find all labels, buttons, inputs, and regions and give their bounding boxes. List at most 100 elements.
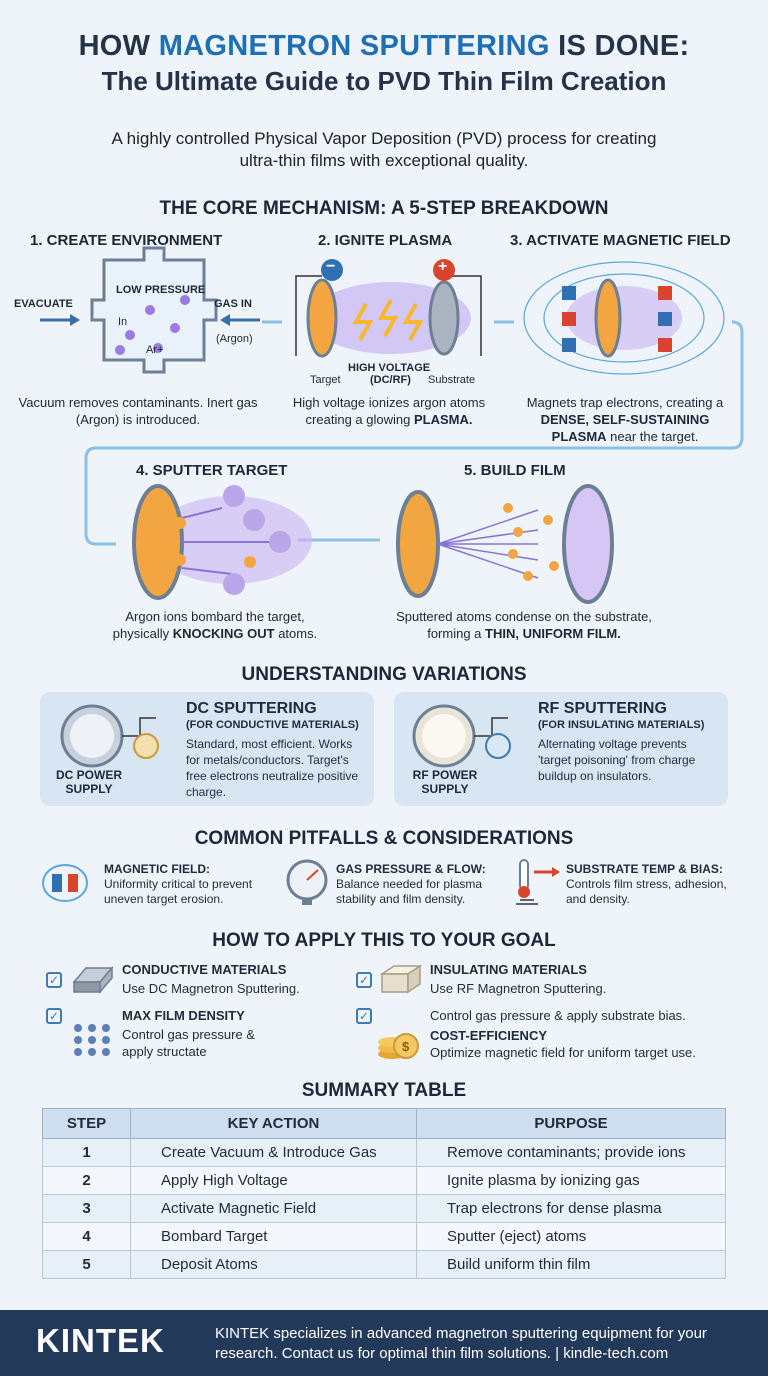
step4-title: 4. SPUTTER TARGET [136, 462, 288, 479]
check-icon: ✓ [46, 1008, 62, 1024]
in-label: In [118, 316, 128, 328]
step4-caption: Argon ions bombard the target, physicall… [112, 609, 318, 641]
goal3-title: MAX FILM DENSITY [122, 1008, 245, 1023]
pitfall1-text: Uniformity critical to prevent uneven ta… [104, 877, 253, 906]
pitfall3-text: Controls film stress, adhesion, and dens… [566, 877, 727, 906]
argon-label: (Argon) [216, 333, 253, 345]
evacuate-label: EVACUATE [14, 298, 73, 310]
step1-title: 1. CREATE ENVIRONMENT [30, 232, 223, 249]
goal4-text: Control gas pressure & apply substrate b… [430, 1008, 686, 1023]
svg-text:$: $ [402, 1039, 410, 1054]
dc-subtitle: (FOR CONDUCTIVE MATERIALS) [186, 719, 359, 731]
magnetic-field-diagram [523, 261, 725, 375]
dc-description: Standard, most efficient. Works for meta… [186, 737, 359, 799]
plasma-diagram [295, 259, 482, 358]
step3-caption: Magnets trap electrons, creating a DENSE… [526, 395, 724, 444]
table-cell: Apply High Voltage [130, 1166, 417, 1195]
thermometer-icon [516, 859, 560, 905]
table-cell: 5 [42, 1250, 131, 1279]
flow-connector [84, 320, 744, 546]
table-cell: 2 [42, 1166, 131, 1195]
magnet-field-icon [42, 864, 88, 902]
dc-power-supply-icon [60, 704, 159, 768]
table-cell: 4 [42, 1222, 131, 1251]
rf-subtitle: (FOR INSULATING MATERIALS) [538, 719, 705, 731]
summary-heading: SUMMARY TABLE [301, 1080, 467, 1101]
table-cell: Remove contaminants; provide ions [416, 1138, 726, 1167]
rf-description: Alternating voltage prevents 'target poi… [538, 737, 696, 783]
kintek-logo: KINTEK [36, 1322, 165, 1359]
dcrf-label: (DC/RF) [370, 374, 411, 386]
pitfall1-title: MAGNETIC FIELD: [104, 862, 210, 876]
step2-title: 2. IGNITE PLASMA [318, 232, 453, 249]
dc-supply-label: DC POWER SUPPLY [56, 768, 122, 796]
gas-in-label: GAS IN [214, 298, 252, 310]
table-cell: Activate Magnetic Field [130, 1194, 417, 1223]
check-icon: ✓ [46, 972, 62, 988]
pressure-gauge-icon [286, 859, 328, 905]
table-cell: Bombard Target [130, 1222, 417, 1251]
footer-bar [0, 1310, 768, 1376]
ar-label: Ar+ [146, 344, 164, 356]
page-subtitle: The Ultimate Guide to PVD Thin Film Crea… [101, 66, 667, 96]
goal-heading: HOW TO APPLY THIS TO YOUR GOAL [212, 930, 556, 951]
target-label: Target [310, 374, 341, 386]
pitfall3-title: SUBSTRATE TEMP & BIAS: [566, 862, 723, 876]
pitfall2-text: Balance needed for plasma stability and … [336, 877, 483, 906]
vacuum-chamber-diagram [40, 246, 260, 374]
rf-power-supply-icon [412, 704, 511, 768]
dc-title: DC SPUTTERING [186, 700, 317, 717]
coins-icon: $ [378, 1033, 419, 1059]
goal3-text: Control gas pressure & apply structate [122, 1027, 255, 1059]
table-cell: Create Vacuum & Introduce Gas [130, 1138, 417, 1167]
mechanism-heading: THE CORE MECHANISM: A 5-STEP BREAKDOWN [159, 198, 609, 219]
minus-icon: − [326, 258, 336, 275]
step2-caption: High voltage ionizes argon atoms creatin… [292, 395, 486, 427]
step1-caption: Vacuum removes contaminants. Inert gas (… [18, 395, 258, 427]
substrate-label: Substrate [428, 374, 476, 386]
rf-title: RF SPUTTERING [538, 700, 667, 717]
goal5-title: COST-EFFICIENCY [430, 1028, 548, 1043]
check-icon: ✓ [356, 972, 372, 988]
metal-bar-icon [72, 965, 114, 995]
footer-text[interactable]: KINTEK specializes in advanced magnetron… [215, 1325, 707, 1362]
table-cell: Deposit Atoms [130, 1250, 417, 1279]
step3-title: 3. ACTIVATE MAGNETIC FIELD [510, 232, 731, 249]
page-title: HOW MAGNETRON SPUTTERING IS DONE: [78, 30, 690, 62]
variations-heading: UNDERSTANDING VARIATIONS [241, 664, 527, 685]
plus-icon: + [438, 258, 448, 275]
table-cell: Build uniform thin film [416, 1250, 726, 1279]
goal2-text: Use RF Magnetron Sputtering. [430, 981, 607, 996]
goal1-text: Use DC Magnetron Sputtering. [122, 981, 300, 996]
ceramic-block-icon [379, 964, 422, 994]
pitfalls-heading: COMMON PITFALLS & CONSIDERATIONS [194, 828, 574, 849]
column-header: KEY ACTION [130, 1108, 417, 1139]
column-header: STEP [42, 1108, 131, 1139]
goal1-title: CONDUCTIVE MATERIALS [122, 962, 287, 977]
step5-caption: Sputtered atoms condense on the substrat… [396, 609, 652, 641]
build-film-diagram [396, 484, 614, 604]
sputter-target-diagram [132, 484, 312, 600]
table-cell: Trap electrons for dense plasma [416, 1194, 726, 1223]
goal2-title: INSULATING MATERIALS [430, 962, 587, 977]
pitfall2-title: GAS PRESSURE & FLOW: [336, 862, 486, 876]
goal5-text: Optimize magnetic field for uniform targ… [430, 1045, 696, 1060]
rf-supply-label: RF POWER SUPPLY [412, 768, 478, 796]
low-pressure-label: LOW PRESSURE [116, 284, 206, 296]
table-cell: Sputter (eject) atoms [416, 1222, 726, 1251]
table-cell: 3 [42, 1194, 131, 1223]
intro-text: A highly controlled Physical Vapor Depos… [111, 129, 657, 170]
dense-lattice-icon [74, 1024, 110, 1056]
table-cell: Ignite plasma by ionizing gas [416, 1166, 726, 1195]
check-icon: ✓ [356, 1008, 372, 1024]
table-cell: 1 [42, 1138, 131, 1167]
column-header: PURPOSE [416, 1108, 726, 1139]
table-header-row: STEP KEY ACTION PURPOSE [42, 1108, 726, 1139]
step5-title: 5. BUILD FILM [464, 462, 566, 479]
